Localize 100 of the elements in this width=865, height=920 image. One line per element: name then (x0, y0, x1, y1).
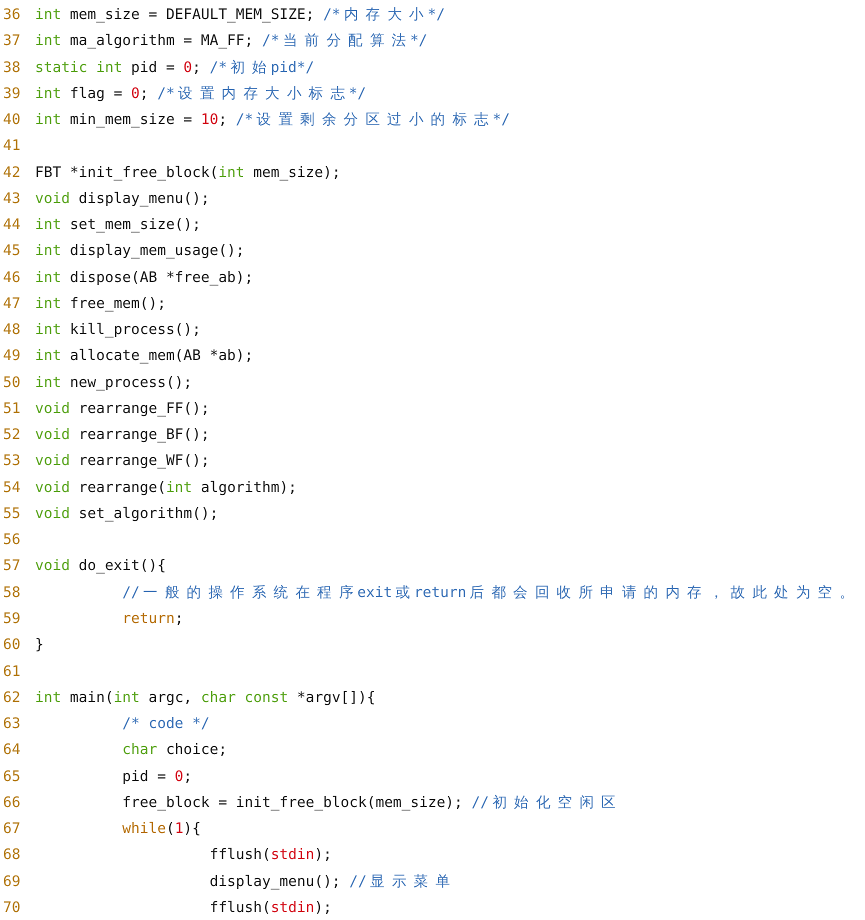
code-text: *argv[]){ (296, 688, 376, 708)
line-number: 48 (3, 321, 20, 340)
keyword: int (35, 688, 62, 708)
line-number: 62 (3, 688, 20, 708)
keyword: int (35, 84, 62, 104)
code-text: } (35, 636, 44, 656)
control-keyword: return (122, 610, 175, 629)
code-text: new_process(); (70, 374, 192, 393)
code-text: ); (314, 898, 332, 918)
code-text: ; (192, 58, 201, 78)
line-number: 64 (3, 741, 20, 760)
line-number: 58 (3, 584, 20, 603)
keyword: static int (35, 58, 122, 78)
line-number: 41 (3, 137, 20, 156)
line-number: 47 (3, 294, 20, 314)
comment: /* code */ (122, 715, 210, 734)
code-text: allocate_mem(AB *ab); (70, 347, 254, 366)
code-text: ); (314, 846, 332, 866)
number-literal: 1 (174, 820, 184, 840)
keyword: void (35, 504, 70, 524)
code-text: mem_size = DEFAULT_MEM_SIZE; (70, 6, 314, 25)
code-text: mem_size); (253, 164, 341, 183)
code-text: flag = (70, 84, 122, 104)
code-text: kill_process(); (70, 321, 201, 340)
keyword: int (114, 688, 140, 708)
line-number: 42 (3, 164, 20, 183)
comment: /*当前分配算法*/ (262, 32, 428, 52)
number-literal: 10 (200, 111, 218, 130)
code-text: ; (183, 768, 192, 787)
keyword: int (35, 242, 62, 262)
line-number: 37 (3, 32, 20, 52)
line-number: 39 (3, 84, 20, 104)
code-text: dispose(AB *free_ab); (70, 268, 254, 288)
code-text: choice; (166, 741, 228, 760)
code-text: min_mem_size = (70, 111, 192, 130)
code-text: fflush( (210, 846, 271, 866)
code-text: ; (218, 111, 228, 130)
line-number: 68 (3, 846, 20, 866)
line-number: 54 (3, 478, 20, 498)
line-number: 49 (3, 347, 20, 366)
line-number: 66 (3, 794, 20, 813)
code-text: algorithm); (200, 478, 297, 498)
code-text: free_mem(); (70, 294, 166, 314)
code-text: ma_algorithm = MA_FF; (70, 32, 254, 52)
line-number: 69 (3, 872, 20, 892)
keyword: char (122, 741, 158, 760)
comment: /*内存大小*/ (323, 6, 446, 25)
code-text: rearrange_FF(); (78, 400, 210, 419)
number-literal: 0 (174, 768, 184, 787)
number-literal: 0 (183, 58, 192, 78)
keyword: int (35, 347, 62, 366)
keyword: void (35, 400, 70, 419)
line-number: 70 (3, 898, 20, 918)
keyword: int (35, 294, 62, 314)
code-text: FBT *init_free_block( (35, 164, 218, 183)
keyword: void (35, 478, 70, 498)
code-text: rearrange( (78, 478, 166, 498)
comment: //显示菜单 (349, 872, 452, 892)
line-number: 50 (3, 374, 20, 393)
code-text: fflush( (210, 898, 271, 918)
code-text: ( (166, 820, 175, 840)
comment: /*设置内存大小标志*/ (157, 84, 366, 104)
line-number: 65 (3, 768, 20, 787)
comment: //初始化空闲区 (471, 794, 618, 813)
code-text: free_block = init_free_block(mem_size); (122, 794, 463, 813)
keyword: int (35, 6, 62, 25)
code-text: display_mem_usage(); (70, 242, 245, 262)
line-number: 52 (3, 426, 20, 446)
line-number: 46 (3, 268, 20, 288)
line-number: 36 (3, 6, 20, 25)
code-text: set_mem_size(); (70, 216, 201, 236)
keyword: int (166, 478, 192, 498)
code-text: display_menu(); (210, 872, 341, 892)
code-text: ; (140, 84, 148, 104)
keyword: void (35, 190, 70, 209)
keyword: int (35, 321, 62, 340)
line-number: 38 (3, 58, 20, 78)
code-text: do_exit(){ (78, 557, 166, 576)
line-number: 44 (3, 216, 20, 236)
line-number: 59 (3, 610, 20, 629)
code-text: rearrange_BF(); (78, 426, 210, 446)
line-number: 53 (3, 452, 20, 472)
keyword: int (35, 268, 62, 288)
code-text: set_algorithm(); (78, 504, 218, 524)
keyword: void (35, 557, 70, 576)
line-number: 51 (3, 400, 20, 419)
number-literal: stdin (270, 898, 314, 918)
line-number: 55 (3, 504, 20, 524)
line-number: 63 (3, 715, 20, 734)
line-number: 56 (3, 531, 20, 550)
code-text: display_menu(); (78, 190, 210, 209)
line-number: 67 (3, 820, 20, 840)
line-number: 60 (3, 636, 20, 656)
code-text: rearrange_WF(); (78, 452, 210, 472)
code-text: pid = (131, 58, 175, 78)
code-text: argc, (148, 688, 192, 708)
control-keyword: while (122, 820, 166, 840)
keyword: void (35, 452, 70, 472)
number-literal: stdin (270, 846, 314, 866)
keyword: void (35, 426, 70, 446)
